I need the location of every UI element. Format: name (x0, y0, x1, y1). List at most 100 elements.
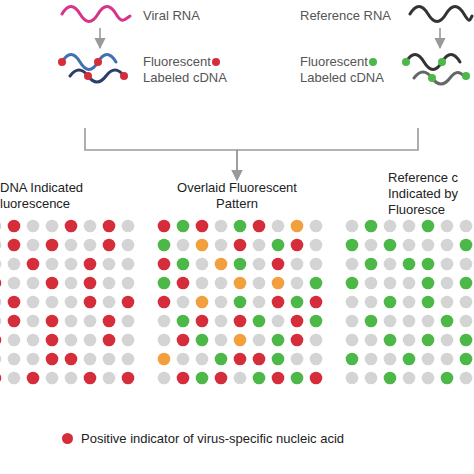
green-label-dot (438, 58, 446, 66)
array-spot (8, 353, 21, 366)
array-spot (441, 220, 454, 233)
legend-text: Positive indicator of virus-specific nuc… (81, 430, 344, 447)
array-spot (215, 220, 228, 233)
array-spot (122, 258, 135, 271)
array-spot (272, 220, 285, 233)
array-spot (234, 334, 247, 347)
array-spot (384, 220, 397, 233)
array-spot (103, 277, 116, 290)
cdna-strand (70, 70, 124, 82)
array-spot (122, 334, 135, 347)
array-spot (384, 315, 397, 328)
array-spot (65, 372, 78, 385)
array-spot (0, 372, 1, 385)
array-spot (65, 296, 78, 309)
array-spot (177, 239, 190, 252)
array-spot (103, 239, 116, 252)
array-spot (46, 372, 59, 385)
array-spot (46, 258, 59, 271)
array-spot (196, 258, 209, 271)
array-spot (84, 239, 97, 252)
array-spot (27, 334, 40, 347)
array-spot (158, 239, 171, 252)
array-spot (365, 353, 378, 366)
array-spot (346, 258, 359, 271)
array-spot (84, 277, 97, 290)
array-spot (253, 353, 266, 366)
array-spot (196, 220, 209, 233)
array-spot (215, 353, 228, 366)
array-spot (384, 334, 397, 347)
array-spot (46, 239, 59, 252)
array-spot (122, 296, 135, 309)
array-spot (122, 372, 135, 385)
array-spot (460, 315, 473, 328)
array-spot (441, 353, 454, 366)
array-spot (310, 315, 323, 328)
array-spot (103, 372, 116, 385)
array-spot (27, 315, 40, 328)
array-spot (291, 353, 304, 366)
array-spot (403, 277, 416, 290)
array-spot (215, 239, 228, 252)
array-spot (460, 239, 473, 252)
array-spot (272, 296, 285, 309)
array-spot (8, 258, 21, 271)
array-spot (215, 258, 228, 271)
array-spot (291, 296, 304, 309)
array-spot (177, 258, 190, 271)
array-spot (0, 277, 1, 290)
array-spot (291, 315, 304, 328)
array-spot (65, 277, 78, 290)
array-spot (253, 334, 266, 347)
array-spot (310, 334, 323, 347)
cdna-strand (406, 55, 460, 70)
array-spot (422, 220, 435, 233)
array-spot (234, 353, 247, 366)
array-spot (403, 353, 416, 366)
array-spot (196, 296, 209, 309)
array-spot (65, 239, 78, 252)
array-spot (365, 334, 378, 347)
array-spot (0, 258, 1, 271)
array-spot (384, 258, 397, 271)
array-spot (460, 277, 473, 290)
red-label-dot (120, 72, 128, 80)
array-spot (158, 277, 171, 290)
array-spot (103, 334, 116, 347)
array-spot (84, 334, 97, 347)
array-spot (234, 239, 247, 252)
array-spot (103, 353, 116, 366)
array-spot (253, 220, 266, 233)
array-spot (65, 353, 78, 366)
panel-heading: Reference c Indicated by Fluoresce (388, 170, 474, 218)
array-spot (122, 220, 135, 233)
array-spot (253, 258, 266, 271)
green-label-dot (369, 58, 377, 66)
array-spot (84, 220, 97, 233)
node-label: Reference RNA (300, 8, 400, 24)
array-spot (103, 315, 116, 328)
array-spot (215, 315, 228, 328)
array-spot (441, 296, 454, 309)
array-spot (403, 296, 416, 309)
cdna-strand (62, 55, 116, 70)
array-spot (441, 372, 454, 385)
array-spot (122, 315, 135, 328)
array-spot (0, 315, 1, 328)
array-spot (177, 334, 190, 347)
red-label-dot (84, 72, 92, 80)
array-spot (365, 296, 378, 309)
array-spot (310, 277, 323, 290)
array-spot (310, 296, 323, 309)
array-spot (403, 258, 416, 271)
node-label: Fluorescent Labeled cDNA (300, 54, 390, 86)
red-label-dot (94, 58, 102, 66)
array-spot (422, 296, 435, 309)
sample-label: Viral RNA (55, 2, 225, 28)
array-spot (122, 239, 135, 252)
array-spot (103, 258, 116, 271)
array-spot (122, 353, 135, 366)
array-spot (460, 258, 473, 271)
array-spot (365, 315, 378, 328)
